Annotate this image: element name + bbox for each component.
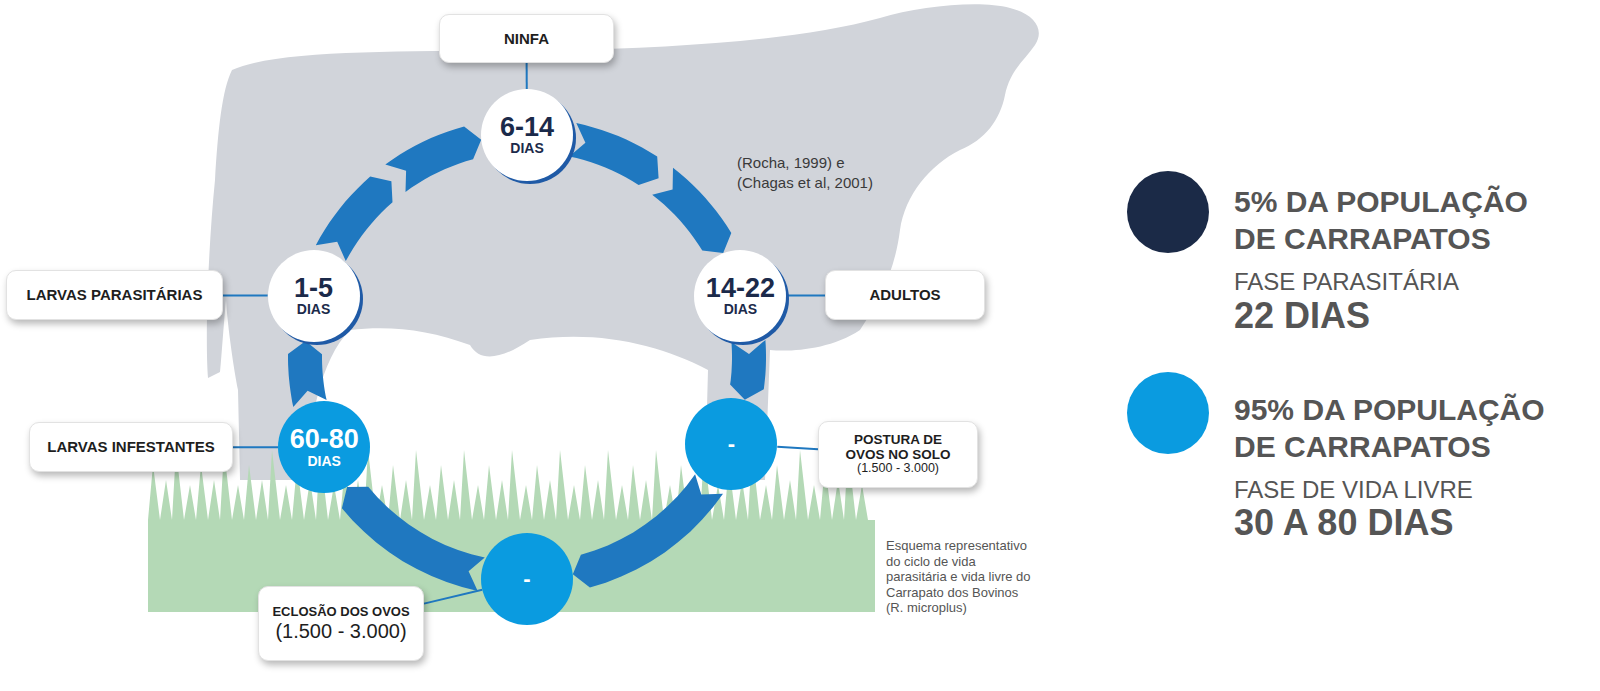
duration-number: 6-14 [500,113,554,141]
leader-line [223,295,268,296]
cycle-arrow [730,340,766,400]
duration-unit: DIAS [307,454,340,469]
duration-circle: 1-5DIAS [268,250,360,342]
leader-line-stroke [526,63,528,89]
stage-name: POSTURA DE OVOS NO SOLO [841,433,956,463]
stage-name: ECLOSÃO DOS OVOS [272,604,409,620]
cycle-arrow-segment [573,474,723,587]
stage-name: LARVAS PARASITÁRIAS [27,286,203,304]
stage-label: LARVAS INFESTANTES [29,422,233,472]
leader-line [786,295,825,296]
legend-text: 5% DA POPULAÇÃO DE CARRAPATOS [1234,183,1574,257]
stage-name: LARVAS INFESTANTES [47,438,215,456]
leader-line-stroke [223,294,268,296]
duration-number: 1-5 [294,274,333,302]
leader-line-stroke [424,590,482,604]
egg-count: (1.500 - 3.000) [857,462,939,476]
duration-circle: 60-80DIAS [278,401,370,493]
duration-circle: 6-14DIAS [481,89,573,181]
leader-line [526,63,527,89]
leader-line [233,447,278,448]
duration-circle: 14-22DIAS [694,250,786,342]
duration-circle: - [481,533,573,625]
stage-label: POSTURA DE OVOS NO SOLO(1.500 - 3.000) [818,421,978,488]
cycle-arrow-segment [316,177,393,262]
cycle-arrow-segment [288,341,327,407]
duration-number: 14-22 [706,274,775,302]
leader-line-stroke [786,294,825,296]
cycle-arrow-segment [385,126,481,191]
duration-dash: - [728,431,735,457]
duration-circle: - [685,398,777,490]
citation: (Rocha, 1999) e (Chagas et al, 2001) [737,153,887,193]
cycle-arrow [316,126,481,261]
legend-swatch [1127,171,1209,253]
duration-unit: DIAS [297,302,330,317]
stage-name: NINFA [504,30,549,48]
egg-count: (1.500 - 3.000) [275,619,406,643]
phase-duration: 30 A 80 DIAS [1234,503,1594,543]
caption: Esquema representativo do ciclo de vida … [886,538,1038,616]
cycle-arrow [288,341,327,407]
legend-text: 95% DA POPULAÇÃO DE CARRAPATOS [1234,391,1574,465]
stage-label: ADULTOS [825,270,985,320]
leader-line [424,590,482,604]
cycle-arrow-segment [730,340,766,400]
cycle-arrow-segment [342,487,485,591]
leader-line-stroke [233,446,278,448]
duration-number: 60-80 [290,425,359,453]
cycle-arrow [342,487,485,591]
phase-name: FASE DE VIDA LIVRE [1234,476,1594,504]
phase-duration: 22 DIAS [1234,296,1594,336]
leader-line-stroke [777,447,818,450]
stage-label: LARVAS PARASITÁRIAS [6,270,223,320]
stage-label: ECLOSÃO DOS OVOS(1.500 - 3.000) [258,586,424,661]
stage-label: NINFA [439,14,614,63]
legend-swatch [1127,372,1209,454]
phase-name: FASE PARASITÁRIA [1234,268,1594,296]
cycle-arrow-segment [569,123,658,185]
cycle-arrow [569,123,731,253]
duration-unit: DIAS [724,302,757,317]
duration-unit: DIAS [510,141,543,156]
cycle-arrow [573,474,723,587]
leader-line [777,447,818,450]
duration-dash: - [523,566,530,592]
cycle-arrow-segment [652,168,731,253]
stage-name: ADULTOS [869,286,940,304]
